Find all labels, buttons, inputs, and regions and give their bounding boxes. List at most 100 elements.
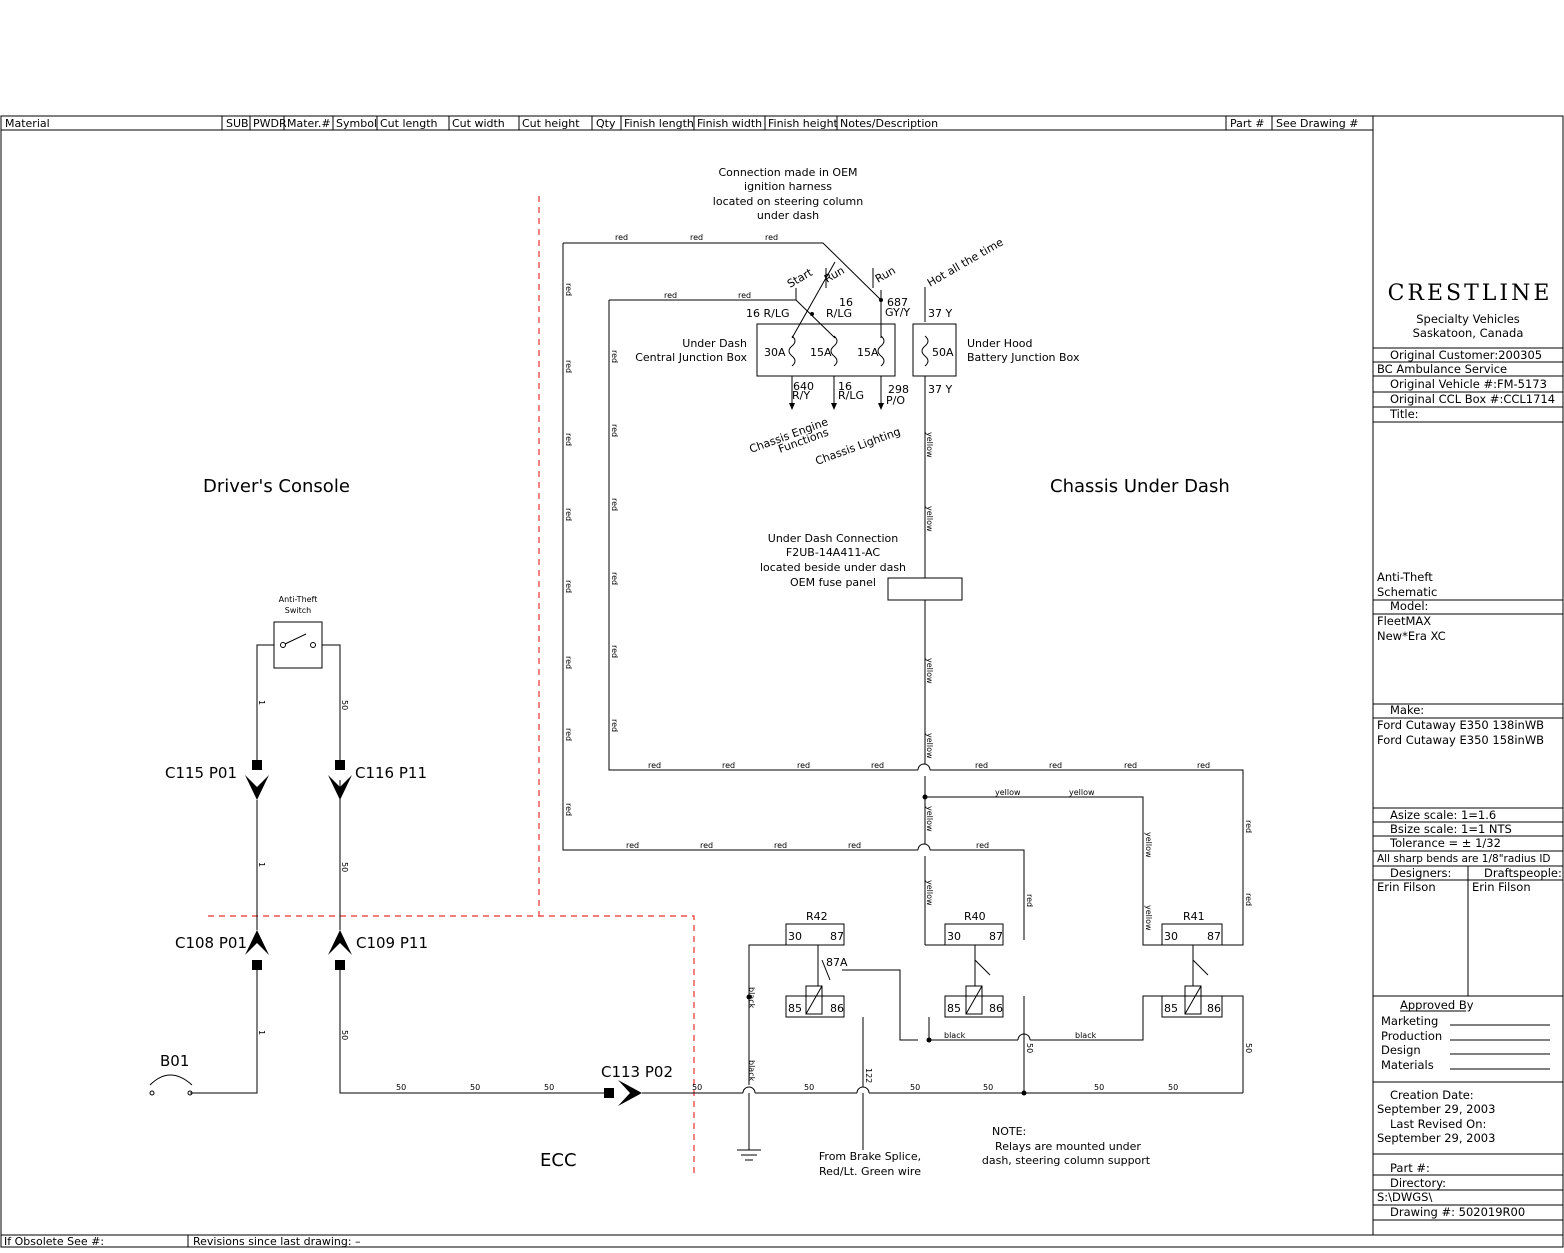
header-col: Notes/Description <box>840 117 938 130</box>
header-columns: Material SUB PWDR Mater.# Symbol Cut len… <box>5 117 1358 130</box>
svg-text:Bsize scale: 1=1 NTS: Bsize scale: 1=1 NTS <box>1390 822 1512 836</box>
svg-text:85: 85 <box>1164 1002 1178 1015</box>
relay-r42: R42 30 87 87A 85 86 <box>785 910 918 1041</box>
header-col: Part # <box>1230 117 1264 130</box>
svg-text:red: red <box>648 761 661 770</box>
connectors: C115 P01 C116 P11 C108 P01 C109 P11 C113… <box>165 700 673 1106</box>
svg-text:GY/Y: GY/Y <box>885 306 910 319</box>
svg-text:Design: Design <box>1381 1043 1421 1057</box>
svg-text:50: 50 <box>340 1030 349 1040</box>
svg-text:50: 50 <box>544 1083 554 1092</box>
svg-text:red: red <box>774 841 787 850</box>
svg-text:16: 16 <box>838 380 852 393</box>
fuse-label: 30A <box>764 346 786 359</box>
header-col: Symbol <box>336 117 377 130</box>
svg-text:30: 30 <box>788 930 802 943</box>
svg-text:R40: R40 <box>964 910 986 923</box>
header-col: Finish width <box>697 117 762 130</box>
svg-text:50: 50 <box>983 1083 993 1092</box>
svg-text:50: 50 <box>1244 1043 1253 1053</box>
svg-text:red: red <box>797 761 810 770</box>
red-wire-inner <box>608 299 1244 946</box>
svg-text:16 R/LG: 16 R/LG <box>746 307 790 320</box>
svg-text:Make:: Make: <box>1390 703 1424 717</box>
svg-text:30: 30 <box>1164 930 1178 943</box>
svg-text:yellow: yellow <box>925 432 934 458</box>
svg-text:37 Y: 37 Y <box>928 307 952 320</box>
svg-text:Asize scale: 1=1.6: Asize scale: 1=1.6 <box>1390 808 1496 822</box>
drawing-number: Drawing #: 502019R00 <box>1390 1205 1525 1219</box>
svg-text:red: red <box>976 841 989 850</box>
connector-c115: C115 P01 <box>165 764 237 782</box>
connector-c116: C116 P11 <box>355 764 427 782</box>
svg-text:red: red <box>610 350 619 363</box>
fuse-label: 15A <box>810 346 832 359</box>
svg-text:Title:: Title: <box>1389 407 1419 421</box>
svg-text:yellow: yellow <box>995 788 1021 797</box>
yellow-wire <box>922 376 1162 946</box>
svg-text:red: red <box>564 360 573 373</box>
svg-text:Model:: Model: <box>1390 599 1428 613</box>
svg-text:R41: R41 <box>1183 910 1205 923</box>
svg-text:Marketing: Marketing <box>1381 1014 1438 1028</box>
svg-text:Ford Cutaway E350 138inWB: Ford Cutaway E350 138inWB <box>1377 718 1544 732</box>
svg-text:298: 298 <box>888 383 909 396</box>
svg-text:red: red <box>722 761 735 770</box>
svg-text:Tolerance = ± 1/32: Tolerance = ± 1/32 <box>1389 836 1501 850</box>
svg-text:Specialty Vehicles: Specialty Vehicles <box>1416 312 1520 326</box>
drawing-title: Schematic <box>1377 585 1437 599</box>
svg-text:S:\DWGS\: S:\DWGS\ <box>1377 1190 1432 1204</box>
connector-c113: C113 P02 <box>601 1063 673 1081</box>
svg-text:red: red <box>664 291 677 300</box>
svg-text:red: red <box>1244 820 1253 833</box>
svg-text:Red/Lt. Green wire: Red/Lt. Green wire <box>819 1165 921 1178</box>
svg-text:All sharp bends are 1/8"radius: All sharp bends are 1/8"radius ID <box>1377 853 1551 865</box>
fuse-label: 50A <box>932 346 954 359</box>
switch-run: Run <box>873 264 898 286</box>
switch-hot: Hot all the time <box>925 235 1006 289</box>
svg-text:yellow: yellow <box>925 880 934 906</box>
header-col: Material <box>5 117 50 130</box>
svg-text:red: red <box>1244 893 1253 906</box>
svg-text:R/LG: R/LG <box>838 389 864 402</box>
svg-text:Under Hood: Under Hood <box>967 337 1033 350</box>
svg-text:Saskatoon, Canada: Saskatoon, Canada <box>1413 326 1524 340</box>
ignition-switch: Start Run Run Hot all the time 16 R/LG 1… <box>746 235 1006 339</box>
svg-text:Original CCL Box #:CCL1714: Original CCL Box #:CCL1714 <box>1390 392 1555 406</box>
svg-text:yellow: yellow <box>1144 905 1153 931</box>
svg-text:located on steering column: located on steering column <box>713 195 863 208</box>
svg-text:Under Dash Connection: Under Dash Connection <box>768 532 898 545</box>
header-col: PWDR <box>253 117 287 130</box>
svg-text:Approved By: Approved By <box>1400 998 1474 1012</box>
svg-text:red: red <box>1124 761 1137 770</box>
svg-text:85: 85 <box>947 1002 961 1015</box>
svg-text:50: 50 <box>910 1083 920 1092</box>
svg-text:yellow: yellow <box>1144 832 1153 858</box>
svg-text:September 29, 2003: September 29, 2003 <box>1377 1102 1495 1116</box>
svg-text:Production: Production <box>1381 1029 1442 1043</box>
svg-text:50: 50 <box>470 1083 480 1092</box>
svg-text:red: red <box>700 841 713 850</box>
svg-text:OEM fuse panel: OEM fuse panel <box>790 576 876 589</box>
header-col: Cut length <box>380 117 438 130</box>
svg-text:1: 1 <box>257 1030 266 1035</box>
svg-text:black: black <box>747 1060 756 1082</box>
svg-text:P/O: P/O <box>886 394 905 407</box>
svg-text:50: 50 <box>340 862 349 872</box>
svg-text:1: 1 <box>257 700 266 705</box>
title-block: CRESTLINE Specialty Vehicles Saskatoon, … <box>1373 281 1563 1221</box>
drawing-frame <box>0 115 1564 1248</box>
vertical-wire-labels: red red red red red red red red red red … <box>564 283 1253 1083</box>
b01-ground: B01 <box>149 1052 193 1096</box>
header-col: Finish height <box>768 117 839 130</box>
company-logo: CRESTLINE <box>1388 281 1553 306</box>
svg-text:red: red <box>564 433 573 446</box>
svg-text:Original Customer:200305: Original Customer:200305 <box>1390 348 1542 362</box>
svg-text:Erin Filson: Erin Filson <box>1472 880 1531 894</box>
svg-text:50: 50 <box>1168 1083 1178 1092</box>
relay-wiring <box>737 944 1244 1161</box>
header-col: Qty <box>596 117 616 130</box>
svg-text:red: red <box>610 572 619 585</box>
fuse-label: 15A <box>857 346 879 359</box>
